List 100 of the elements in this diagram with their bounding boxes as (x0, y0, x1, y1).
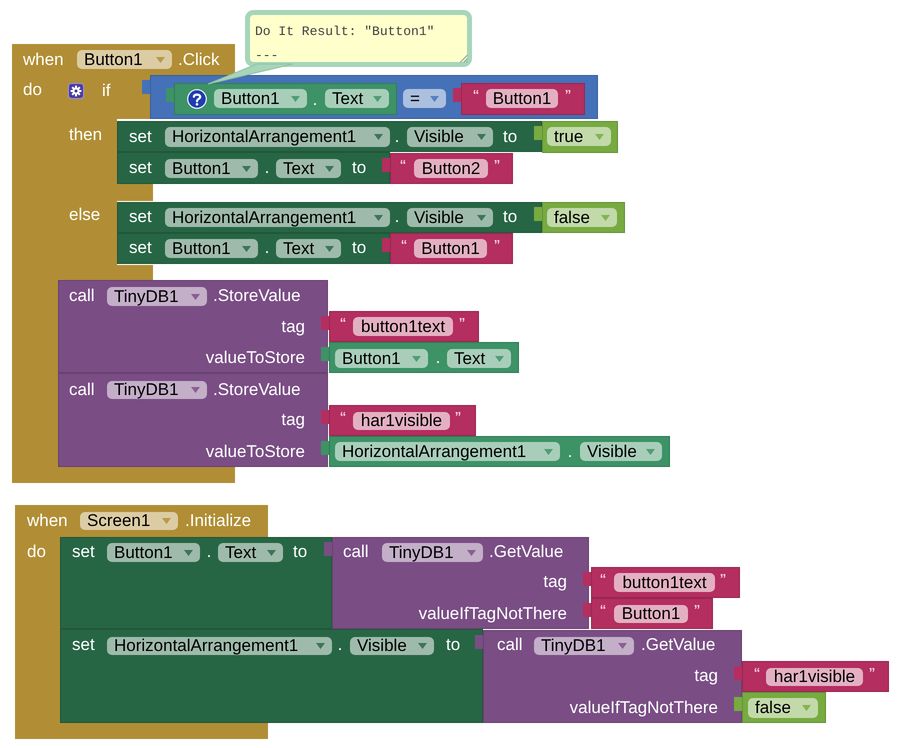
dropdown: Visible (407, 127, 493, 147)
text-field: har1visible (353, 412, 450, 430)
text-string-block (321, 311, 479, 342)
parameter-name: valueToStore (206, 442, 305, 462)
dropdown: TinyDB1 (382, 543, 483, 562)
dot-separator: . (436, 348, 440, 368)
method-call-block (58, 280, 328, 373)
quote-mark: “ (754, 666, 760, 678)
method-call-block (324, 537, 589, 629)
dropdown: Button1 (77, 50, 172, 69)
quote-mark: ” (458, 316, 466, 328)
dropdown: Button1 (165, 159, 258, 178)
parameter-name: tag (694, 666, 718, 686)
result-text: Do It Result: "Button1" (255, 24, 434, 40)
dropdown: false (748, 698, 818, 718)
quote-mark: “ (340, 316, 346, 328)
text-string-block (734, 661, 889, 692)
method-name: .Initialize (185, 511, 252, 531)
quote-mark: ” (720, 572, 726, 584)
text-field: button1text (353, 317, 453, 336)
text-field: Button1 (414, 239, 487, 258)
dropdown: HorizontalArrangement1 (165, 208, 390, 227)
dot-separator: . (394, 127, 400, 147)
text-string-block (382, 233, 513, 264)
dropdown: Button1 (165, 239, 258, 258)
text-field: har1visible (766, 668, 863, 686)
quote-mark: “ (600, 572, 606, 584)
keyword-label: set (129, 238, 152, 258)
dropdown: Text (218, 543, 283, 562)
dot-separator: . (338, 635, 342, 655)
parameter-name: tag (281, 410, 305, 430)
dot-separator: . (206, 542, 212, 562)
method-call-block (58, 373, 328, 467)
dropdown: TinyDB1 (107, 287, 207, 306)
keyword-label: when (23, 50, 64, 70)
quote-mark: ” (494, 158, 500, 170)
dropdown: Visible (580, 442, 662, 461)
quote-mark: “ (472, 88, 480, 100)
text-string-block (453, 83, 585, 115)
dropdown: true (547, 127, 611, 146)
text-field: button1text (614, 573, 715, 592)
dropdown: Button1 (107, 543, 200, 562)
text-field: Button2 (414, 159, 488, 178)
text-string-block (583, 598, 713, 629)
dropdown: TinyDB1 (534, 637, 634, 655)
dropdown: Button1 (335, 349, 428, 368)
boolean-block (534, 121, 618, 153)
divider-text: --- (255, 48, 278, 64)
method-call-block (475, 630, 742, 723)
keyword-label: do (23, 80, 42, 100)
keyword-label: set (72, 542, 95, 562)
quote-mark: “ (400, 238, 408, 250)
text-string-block (382, 153, 513, 184)
dropdown: Text (276, 159, 341, 178)
dot-separator: . (568, 442, 572, 462)
method-name: .StoreValue (213, 380, 301, 400)
property-setter-block (60, 629, 483, 723)
compare-block (142, 75, 598, 119)
dropdown: HorizontalArrangement1 (335, 442, 560, 461)
dropdown: Visible (350, 637, 434, 655)
boolean-block (534, 202, 625, 233)
boolean-block (734, 692, 826, 723)
keyword-label: set (129, 127, 152, 147)
dot-separator: . (312, 90, 318, 110)
parameter-name: tag (543, 572, 567, 592)
dropdown: HorizontalArrangement1 (107, 637, 332, 655)
quote-mark: ” (868, 666, 876, 678)
dropdown: HorizontalArrangement1 (165, 127, 390, 147)
quote-mark: “ (400, 158, 406, 170)
method-name: .StoreValue (213, 286, 301, 306)
keyword-label: do (27, 542, 46, 562)
keyword-label: call (69, 380, 95, 400)
dot-separator: . (394, 207, 400, 227)
property-setter-block (117, 233, 390, 264)
keyword-label: to (293, 542, 308, 562)
parameter-name: valueIfTagNotThere (570, 698, 718, 718)
quote-mark: “ (340, 410, 346, 422)
dropdown: Visible (407, 208, 493, 227)
text-field: Button1 (614, 605, 688, 623)
quote-mark: ” (694, 602, 700, 616)
method-name: .GetValue (489, 542, 564, 562)
keyword-label: set (129, 207, 152, 227)
keyword-label: call (343, 542, 369, 562)
parameter-name: tag (281, 317, 305, 337)
dot-separator: . (264, 238, 270, 258)
dropdown: = (403, 89, 446, 108)
keyword-label: set (129, 158, 152, 178)
quote-mark: ” (564, 88, 572, 100)
dropdown: Text (447, 349, 511, 368)
keyword-label: to (446, 635, 460, 655)
property-setter-block (117, 152, 390, 184)
property-getter-block (166, 83, 397, 115)
quote-mark: ” (454, 410, 462, 422)
text-string-block (583, 567, 740, 598)
keyword-label: to (352, 238, 366, 258)
keyword-label: when (27, 511, 68, 531)
quote-mark: “ (600, 602, 606, 616)
keyword-label: set (72, 635, 95, 655)
callout-pointer (208, 64, 294, 84)
keyword-label: to (503, 127, 518, 147)
